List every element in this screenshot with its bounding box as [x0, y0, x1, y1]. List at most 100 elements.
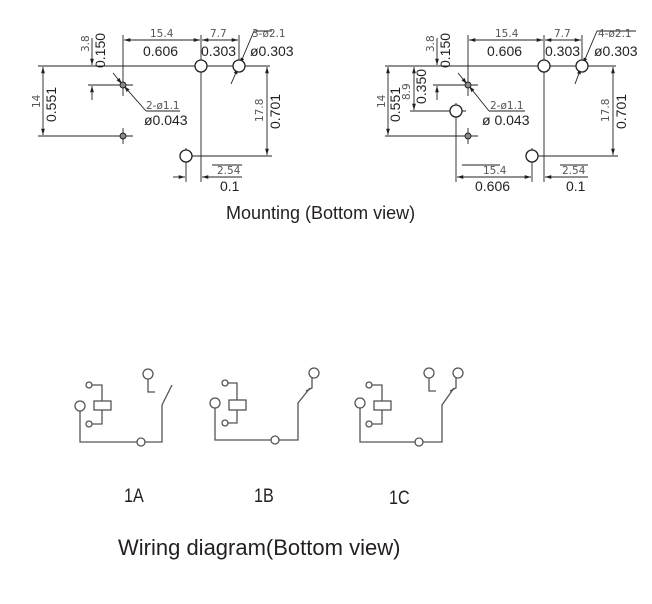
mounting-view-left	[38, 30, 272, 182]
terminal	[221, 379, 229, 387]
wire	[369, 384, 383, 401]
hole-large	[449, 104, 463, 118]
dim-text: 0.350	[413, 69, 429, 104]
hole-large	[525, 149, 539, 163]
wiring-1a	[74, 368, 173, 447]
switch-contact-no	[144, 384, 173, 443]
terminal	[452, 367, 464, 379]
terminal-common	[136, 437, 146, 447]
wire	[305, 378, 313, 392]
dim-text: ø0.043	[144, 112, 188, 128]
hole-small	[119, 81, 127, 89]
dim-text: ø0.303	[250, 43, 294, 59]
wiring-1b	[209, 367, 320, 445]
hole-large	[232, 59, 246, 73]
wire	[79, 411, 138, 443]
leader-large-hole	[239, 30, 255, 65]
terminal	[365, 381, 373, 389]
hole-large	[194, 59, 208, 73]
leader-small-hole	[123, 85, 147, 112]
terminal	[365, 420, 373, 428]
dim-text: ø0.303	[594, 43, 638, 59]
terminal	[308, 367, 320, 379]
mounting-view-right	[385, 30, 636, 182]
wire	[369, 410, 383, 425]
wire	[428, 378, 436, 392]
leader-small-hole	[112, 72, 123, 85]
wiring-1c	[354, 367, 464, 447]
leader-small-hole	[468, 85, 490, 112]
hole-small	[119, 132, 127, 140]
mounting-caption: Mounting (Bottom view)	[226, 203, 416, 223]
dim-text: 0.606	[143, 43, 178, 59]
dim-text: 3-ø2.1	[252, 28, 286, 40]
wire	[214, 408, 271, 441]
hole-large	[537, 59, 551, 73]
dim-text: 0.1	[220, 178, 240, 194]
leader-small-hole	[457, 72, 468, 85]
terminal-common	[414, 437, 424, 447]
leader-large-hole	[582, 30, 598, 65]
dim-text: 17.8	[254, 99, 266, 122]
wiring-label-1a: 1A	[124, 486, 144, 507]
dim-text: 2.54	[562, 165, 586, 177]
terminal	[142, 368, 154, 380]
terminal	[85, 381, 93, 389]
dim-text: 0.701	[613, 94, 629, 129]
wire	[449, 378, 457, 392]
dim-text: 15.4	[150, 28, 174, 40]
hole-large	[179, 149, 193, 163]
dim-text: 0.150	[92, 33, 108, 68]
dim-text: 4-ø2.1	[598, 28, 632, 40]
terminal	[85, 420, 93, 428]
dim-text: 15.4	[483, 165, 507, 177]
dim-text: 15.4	[495, 28, 519, 40]
mounting-view-left-labels: 15.4 0.606 7.7 0.303 3-ø2.1 ø0.303 3.8 0…	[31, 28, 294, 194]
relay-coil	[228, 399, 247, 411]
dim-text: 17.8	[600, 99, 612, 122]
terminal	[209, 397, 221, 409]
switch-contact-co	[423, 387, 455, 443]
dim-text: 7.7	[210, 28, 227, 40]
wire	[359, 408, 415, 443]
dim-text: 2-ø1.1	[490, 100, 524, 112]
switch-contact-nc	[279, 387, 311, 441]
wiring-label-1b: 1B	[254, 486, 274, 507]
terminal	[221, 419, 229, 427]
dim-text: 2.54	[217, 165, 241, 177]
wire	[89, 410, 103, 425]
dim-text: 14	[376, 94, 388, 108]
dim-text: 3.8	[425, 35, 437, 52]
dim-text: ø 0.043	[482, 112, 530, 128]
wire	[225, 410, 238, 424]
dim-text: 0.551	[387, 87, 403, 122]
dim-text: 0.551	[43, 87, 59, 122]
hole-large	[575, 59, 589, 73]
hole-small	[464, 132, 472, 140]
hole-small	[464, 81, 472, 89]
wiring-label-1c: 1C	[389, 488, 410, 509]
relay-coil	[93, 400, 112, 411]
dim-text: 3.8	[80, 35, 92, 52]
wiring-caption: Wiring diagram(Bottom view)	[118, 535, 401, 560]
dim-text: 8.9	[401, 83, 413, 100]
mounting-view-right-labels: 15.4 0.606 7.7 0.303 4-ø2.1 ø0.303 3.8 0…	[376, 28, 638, 194]
relay-coil	[373, 400, 392, 411]
terminal	[354, 397, 366, 409]
dim-text: 0.303	[545, 43, 580, 59]
dim-text: 14	[31, 94, 43, 108]
terminal-common	[270, 435, 280, 445]
wire	[89, 384, 103, 401]
dim-text: 0.1	[566, 178, 586, 194]
dim-text: 7.7	[554, 28, 571, 40]
dim-text: 2-ø1.1	[146, 100, 180, 112]
terminal	[423, 367, 435, 379]
dim-text: 0.150	[437, 33, 453, 68]
dim-text: 0.606	[475, 178, 510, 194]
dim-text: 0.303	[201, 43, 236, 59]
dim-text: 0.606	[487, 43, 522, 59]
dim-text: 0.701	[267, 94, 283, 129]
wire	[147, 379, 155, 393]
wire	[225, 382, 238, 400]
